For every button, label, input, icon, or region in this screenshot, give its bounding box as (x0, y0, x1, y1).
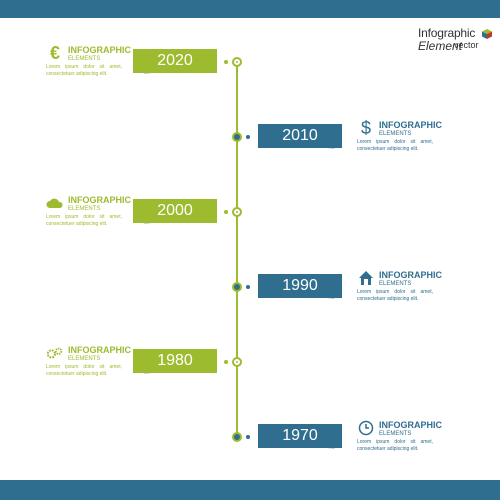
info-title: INFOGRAPHIC (68, 195, 131, 205)
info-title: INFOGRAPHIC (68, 345, 131, 355)
year-label: 1970 (258, 424, 342, 448)
timeline-node (232, 132, 242, 142)
year-tab: 2020 (133, 49, 221, 75)
euro-icon: € (49, 43, 60, 63)
brand-logo: Infographic Element vector (418, 26, 498, 56)
timeline-node (232, 207, 242, 217)
info-description: Lorem ipsum dolor sit amet, consectetuer… (357, 289, 433, 302)
year-tab: 2010 (258, 124, 346, 150)
info-subtitle: ELEMENTS (379, 131, 412, 137)
info-description: Lorem ipsum dolor sit amet, consectetuer… (357, 139, 433, 152)
brand-title: Infographic (418, 26, 476, 40)
home-icon (357, 269, 375, 287)
info-title: INFOGRAPHIC (379, 120, 442, 130)
top-band (0, 0, 500, 18)
timeline-node (232, 57, 242, 67)
connector-dot (246, 285, 250, 289)
timeline-spine (236, 62, 238, 438)
year-label: 2020 (133, 49, 217, 73)
brand-subtitle: Element (418, 39, 463, 53)
connector-dot (246, 435, 250, 439)
year-label: 2010 (258, 124, 342, 148)
connector-dot (246, 135, 250, 139)
info-description: Lorem ipsum dolor sit amet, consectetuer… (46, 214, 122, 227)
info-subtitle: ELEMENTS (68, 56, 101, 62)
gears-icon (46, 344, 64, 362)
brand-tag: vector (454, 40, 479, 50)
info-subtitle: ELEMENTS (379, 281, 412, 287)
dollar-icon: $ (360, 118, 371, 138)
cube-icon (482, 29, 492, 39)
info-subtitle: ELEMENTS (68, 206, 101, 212)
timeline-node (232, 282, 242, 292)
connector-dot (224, 60, 228, 64)
year-label: 1990 (258, 274, 342, 298)
timeline-node (232, 357, 242, 367)
connector-dot (224, 210, 228, 214)
info-subtitle: ELEMENTS (68, 356, 101, 362)
connector-dot (224, 360, 228, 364)
year-label: 1980 (133, 349, 217, 373)
year-tab: 1990 (258, 274, 346, 300)
info-description: Lorem ipsum dolor sit amet, consectetuer… (357, 439, 433, 452)
clock-icon (357, 419, 375, 437)
info-subtitle: ELEMENTS (379, 431, 412, 437)
info-title: INFOGRAPHIC (379, 420, 442, 430)
year-label: 2000 (133, 199, 217, 223)
info-description: Lorem ipsum dolor sit amet, consectetuer… (46, 364, 122, 377)
info-description: Lorem ipsum dolor sit amet, consectetuer… (46, 64, 122, 77)
info-title: INFOGRAPHIC (379, 270, 442, 280)
year-tab: 1980 (133, 349, 221, 375)
info-title: INFOGRAPHIC (68, 45, 131, 55)
bottom-band (0, 480, 500, 500)
timeline-node (232, 432, 242, 442)
cloud-icon (46, 194, 64, 212)
year-tab: 1970 (258, 424, 346, 450)
year-tab: 2000 (133, 199, 221, 225)
